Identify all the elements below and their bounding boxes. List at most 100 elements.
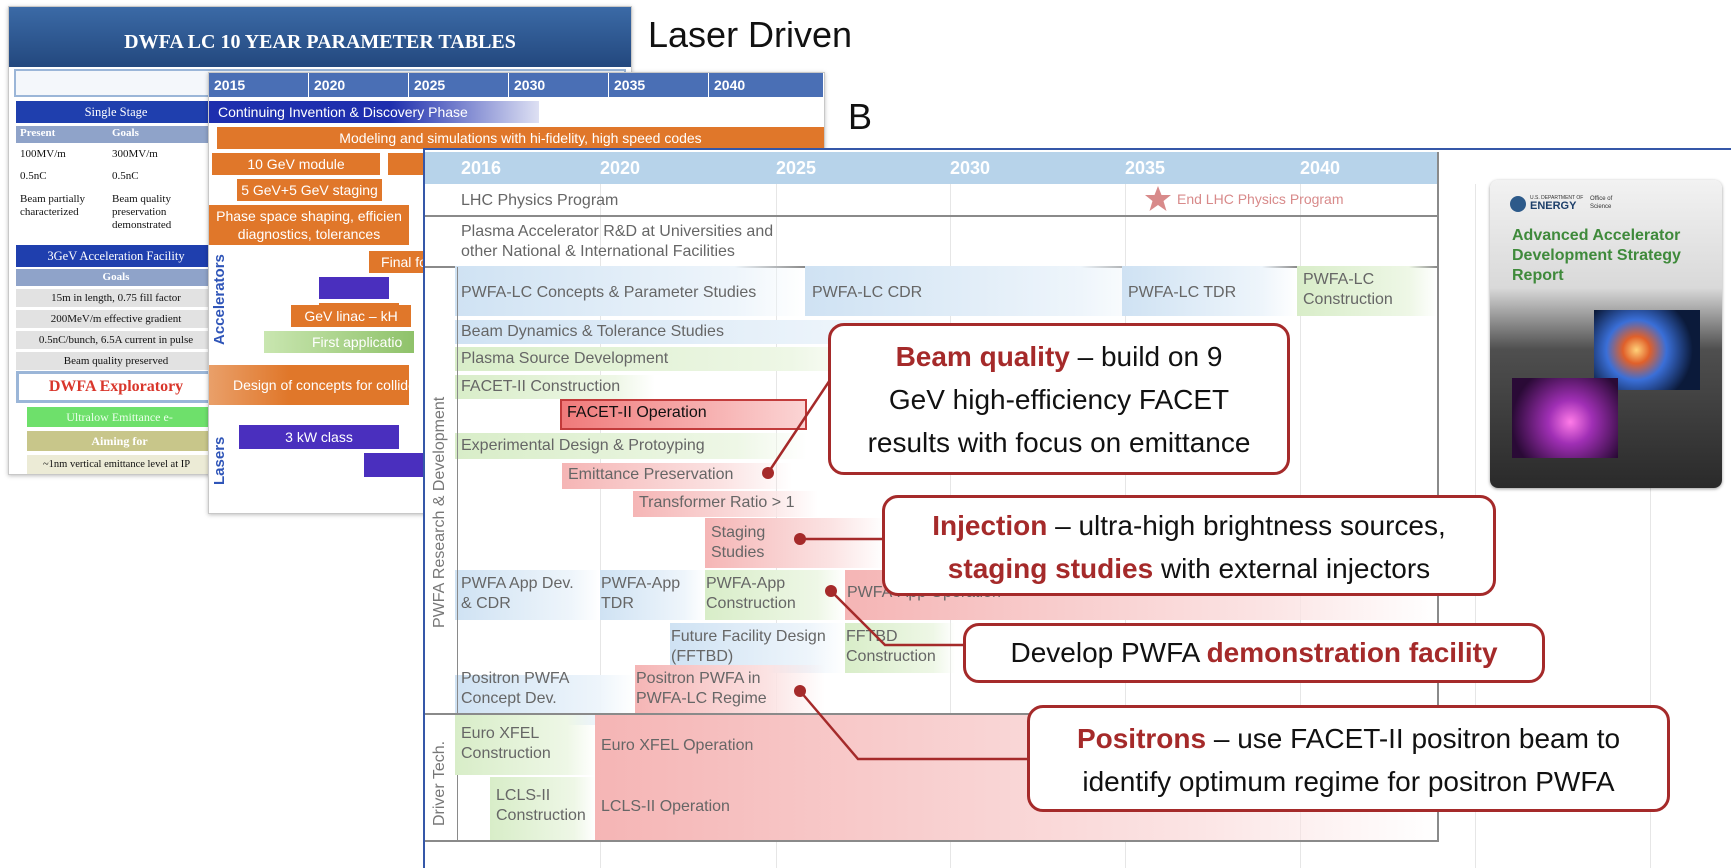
first-application-bar: First applicatio [264,331,414,353]
injection-keyword: Injection [932,510,1048,541]
facility-bar: 3GeV Acceleration Facility [16,245,216,267]
label-b: B [848,96,873,137]
staging-line1: Staging [711,524,766,541]
tdr-label: PWFA-LC TDR [1128,284,1237,301]
plasma-rd-line2: other National & International Facilitie… [461,243,735,260]
laser-driven-title: Laser Driven [648,14,853,55]
beam-quality-keyword: Beam quality [895,341,1070,372]
staging-line2: Studies [711,544,765,561]
beam-quality-callout: Beam quality – build on 9 GeV high-effic… [828,323,1290,475]
collider-design-bar: Design of concepts for collide [209,365,409,405]
injection-text-2: with external injectors [1153,553,1431,584]
xfel-construction-line2: Construction [461,745,551,762]
laser-year: 2030 [509,73,609,97]
plasma-source-label: Plasma Source Development [461,350,669,367]
staging-bar: 5 GeV+5 GeV staging [237,179,382,201]
discharge-image [1512,378,1618,458]
tdr-bar [1122,266,1297,316]
present-cell: Beam partially characterized [20,193,86,218]
modeling-bar: Modeling and simulations with hi-fidelit… [217,127,824,149]
aiming-bar: Aiming for [27,431,212,451]
fftbd-construction-line2: Construction [846,648,936,665]
section-separator [425,713,1437,715]
exp-design-bar [455,433,807,459]
phase-space-bar: Phase space shaping, efficien diagnostic… [209,205,409,245]
year-label: 2020 [600,158,641,178]
grid-line [600,184,601,868]
goal-cell: 0.5nC [112,170,139,182]
callout-anchor-dot [794,685,806,697]
app-dev-line2: & CDR [461,595,511,612]
end-lhc-label: End LHC Physics Program [1177,191,1344,207]
app-construction-line1: PWFA-App [706,575,786,592]
row-separator [425,215,1437,217]
callout-anchor-dot [762,467,774,479]
diagnostics-line: diagnostics, tolerances [237,226,381,242]
xfel-construction-line1: Euro XFEL [461,725,540,742]
invention-phase-bar: Continuing Invention & Discovery Phase [209,101,539,123]
injection-text: – ultra-high brightness sources, [1047,510,1446,541]
lhc-label: LHC Physics Program [461,192,619,209]
emittance-bar [562,463,792,489]
present-cell: 100MV/m [20,148,66,160]
callout-anchor-dot [794,533,806,545]
beam-quality-text: – build on 9 [1069,341,1223,372]
facility-goal-row: 0.5nC/bunch, 6.5A current in pulse [16,331,216,349]
year-header [425,152,1437,184]
report-title-line1: Advanced Accelerator [1512,227,1681,244]
report-title: Advanced Accelerator Development Strateg… [1512,226,1681,286]
injection-callout: Injection – ultra-high brightness source… [882,495,1496,596]
app-dev-line1: PWFA App Dev. [461,575,574,592]
doe-seal-icon [1510,196,1526,212]
year-label: 2030 [950,158,991,178]
facet-construction-bar [455,375,655,399]
plasma-rd-line1: Plasma Accelerator R&D at Universities a… [461,223,774,240]
module-bar: 10 GeV module [212,153,380,175]
app-tdr-line1: PWFA-App [601,575,681,592]
year-label: 2040 [1300,158,1341,178]
report-title-line3: Report [1512,267,1564,284]
injection-line2: staging studies with external injectors [885,547,1493,590]
facility-goal-row: Beam quality preserved [16,352,216,370]
report-cover-image: U.S. DEPARTMENT OF ENERGY Office of Scie… [1490,180,1722,488]
facility-goal-row: 200MeV/m effective gradient [16,310,216,328]
cdr-label: PWFA-LC CDR [812,284,923,301]
fftbd-construction-bar [845,623,955,673]
laser-year: 2025 [409,73,509,97]
section-divider [457,267,458,713]
xfel-construction-bar [455,715,595,775]
positrons-line2: identify optimum regime for positron PWF… [1082,766,1615,797]
cdr-bar [805,266,1150,316]
lcls-construction-line2: Construction [496,807,586,824]
agency-line1: U.S. DEPARTMENT OF [1530,195,1584,201]
staging-keyword: staging studies [947,553,1154,584]
lcls-operation-label: LCLS-II Operation [601,798,730,815]
concepts-bar [455,266,805,316]
xfel-operation-label: Euro XFEL Operation [601,737,754,754]
grid-line [1650,184,1651,868]
final-focus-bar: Final fo [369,251,439,273]
app-construction-bar [705,570,845,620]
beam-quality-line1: Beam quality – build on 9 [831,335,1287,378]
goals-header: Goals [112,127,139,139]
callout-anchor-dot [825,585,837,597]
fftbd-construction-line1: FFTBD [846,628,898,645]
year-label: 2025 [776,158,817,178]
laser-year: 2015 [209,73,309,97]
transformer-label: Transformer Ratio > 1 [639,494,795,511]
app-tdr-bar [600,570,705,620]
present-cell: 0.5nC [20,170,47,182]
column-header-row: Present Goals [16,126,216,143]
positrons-text: – use FACET-II positron beam to [1206,723,1621,754]
laser-year: 2040 [709,73,824,97]
facility-goal-row: 15m in length, 0.75 fill factor [16,289,216,307]
dwfa-title: DWFA LC 10 YEAR PARAMETER TABLES [9,7,631,67]
laser-year: 2020 [309,73,409,97]
concepts-label: PWFA-LC Concepts & Parameter Studies [461,284,757,301]
positrons-callout: Positrons – use FACET-II positron beam t… [1027,705,1670,812]
plasma-image [1594,310,1700,390]
construction-line1: PWFA-LC [1303,271,1375,288]
report-title-line2: Development Strategy [1512,247,1681,264]
beam-dynamics-label: Beam Dynamics & Tolerance Studies [461,323,724,340]
laser-bar-2 [364,453,424,477]
